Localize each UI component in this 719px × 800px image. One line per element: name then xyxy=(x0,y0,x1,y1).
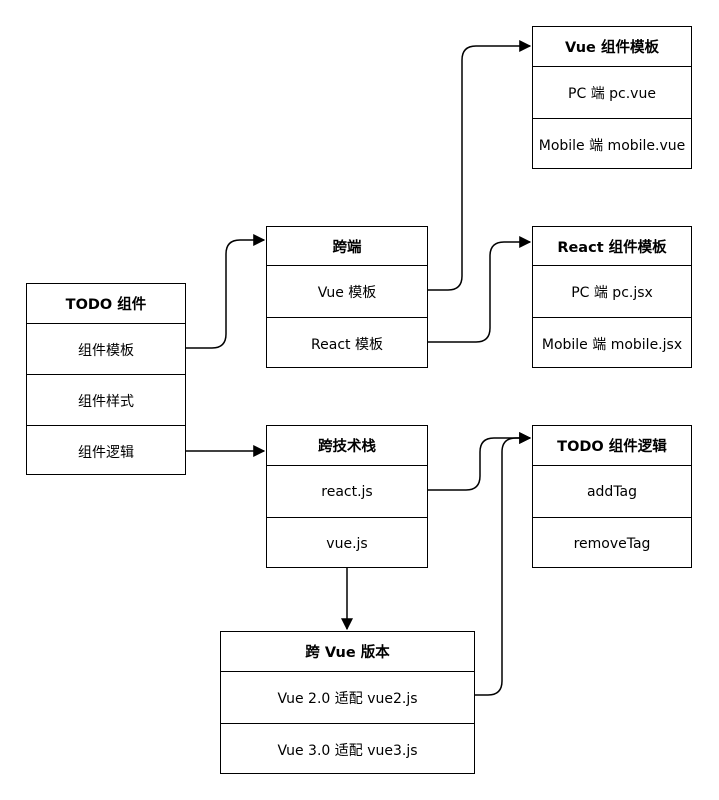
reactjs-item: react.js xyxy=(267,465,427,518)
removetag-item: removeTag xyxy=(533,517,691,570)
todo-component-box: TODO 组件 组件模板 组件样式 组件逻辑 xyxy=(26,283,186,475)
react-pc-item: PC 端 pc.jsx xyxy=(533,265,691,318)
todo-component-title: TODO 组件 xyxy=(65,297,147,313)
vue2-adapter-item: Vue 2.0 适配 vue2.js xyxy=(221,671,474,724)
cross-tech-stack-title: 跨技术栈 xyxy=(318,439,376,455)
todo-logic-title: TODO 组件逻辑 xyxy=(557,439,667,455)
vue-mobile-item: Mobile 端 mobile.vue xyxy=(533,118,691,171)
vue-template-item: Vue 模板 xyxy=(267,265,427,318)
vue-component-template-box: Vue 组件模板 PC 端 pc.vue Mobile 端 mobile.vue xyxy=(532,26,692,169)
react-component-template-title: React 组件模板 xyxy=(557,239,667,256)
todo-logic-box: TODO 组件逻辑 addTag removeTag xyxy=(532,425,692,568)
arrow-vue2-to-todo-logic xyxy=(475,432,532,696)
arrow-template-to-cross-platform xyxy=(186,234,266,349)
cross-vue-version-title: 跨 Vue 版本 xyxy=(305,645,390,661)
vue-component-template-title: Vue 组件模板 xyxy=(565,40,659,56)
react-component-template-box: React 组件模板 PC 端 pc.jsx Mobile 端 mobile.j… xyxy=(532,226,692,368)
react-template-item: React 模板 xyxy=(267,317,427,370)
addtag-item: addTag xyxy=(533,465,691,518)
component-template-item: 组件模板 xyxy=(27,323,185,375)
arrow-react-template-to-react-component xyxy=(428,236,532,343)
component-logic-item: 组件逻辑 xyxy=(27,425,185,477)
vuejs-item: vue.js xyxy=(267,517,427,570)
react-mobile-item: Mobile 端 mobile.jsx xyxy=(533,317,691,370)
arrow-reactjs-to-todo-logic xyxy=(428,432,532,491)
arrow-vue-template-to-vue-component xyxy=(428,40,532,291)
cross-platform-box: 跨端 Vue 模板 React 模板 xyxy=(266,226,428,368)
cross-platform-title: 跨端 xyxy=(332,239,362,256)
vue-pc-item: PC 端 pc.vue xyxy=(533,66,691,119)
cross-vue-version-box: 跨 Vue 版本 Vue 2.0 适配 vue2.js Vue 3.0 适配 v… xyxy=(220,631,475,774)
cross-tech-stack-box: 跨技术栈 react.js vue.js xyxy=(266,425,428,568)
vue3-adapter-item: Vue 3.0 适配 vue3.js xyxy=(221,723,474,776)
component-style-item: 组件样式 xyxy=(27,374,185,426)
